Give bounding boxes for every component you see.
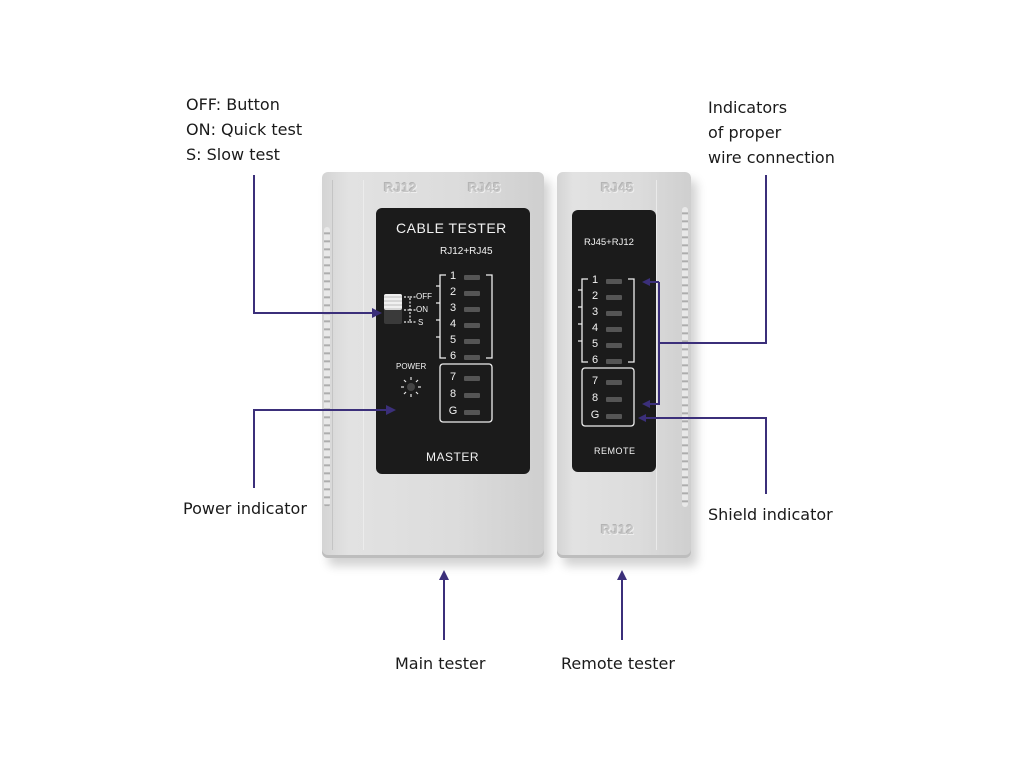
led-number-6: 6: [591, 354, 599, 366]
switch-label-s: S: [418, 318, 424, 327]
remote-corner: [656, 180, 683, 550]
switch-callout: OFF: Button ON: Quick test S: Slow test: [186, 92, 302, 167]
main-tester-callout: Main tester: [395, 654, 486, 673]
shield-callout: Shield indicator: [708, 505, 833, 524]
led-indicator-g: [606, 414, 622, 419]
led-indicator-2: [464, 291, 480, 296]
led-indicator-8: [606, 397, 622, 402]
led-number-2: 2: [591, 290, 599, 302]
switch-arrow: [253, 175, 382, 318]
switch-label-off: OFF: [416, 292, 432, 301]
callout-line: Indicators: [708, 98, 788, 117]
callout-line: ON: Quick test: [186, 120, 303, 139]
switch-label-on: ON: [416, 305, 428, 314]
led-number-2: 2: [449, 286, 457, 298]
callout-line: S: Slow test: [186, 145, 280, 164]
master-grip: [324, 227, 330, 507]
led-indicator-1: [464, 275, 480, 280]
remote-subtitle: RJ45+RJ12: [584, 237, 634, 248]
led-number-6: 6: [449, 350, 457, 362]
led-number-1: 1: [449, 270, 457, 282]
embossed-rj12: RJ12: [384, 180, 418, 195]
remote-grip: [682, 207, 688, 507]
embossed-rj45-remote: RJ45: [601, 180, 635, 195]
power-arrow: [253, 405, 396, 488]
power-callout: Power indicator: [183, 499, 307, 518]
led-indicator-8: [464, 393, 480, 398]
led-number-3: 3: [591, 306, 599, 318]
switch-bracket: [404, 296, 416, 323]
master-label: MASTER: [426, 450, 480, 464]
led-number-g: G: [448, 405, 458, 417]
led-indicator-g: [464, 410, 480, 415]
led-number-5: 5: [591, 338, 599, 350]
led-number-3: 3: [449, 302, 457, 314]
led-indicator-4: [464, 323, 480, 328]
remote-led-brackets: [578, 278, 635, 427]
master-side-rail: [332, 180, 364, 550]
led-number-7: 7: [591, 375, 599, 387]
led-number-g: G: [590, 409, 600, 421]
led-indicator-1: [606, 279, 622, 284]
led-number-1: 1: [591, 274, 599, 286]
led-indicator-5: [606, 343, 622, 348]
master-led-brackets: [436, 274, 493, 423]
remote-label: REMOTE: [594, 446, 636, 456]
switch-knob[interactable]: [384, 294, 402, 310]
led-indicator-7: [464, 376, 480, 381]
led-indicator-3: [606, 311, 622, 316]
led-indicator-7: [606, 380, 622, 385]
power-label: POWER: [396, 362, 427, 371]
indicators-callout: Indicators of proper wire connection: [708, 95, 835, 170]
led-indicator-4: [606, 327, 622, 332]
led-number-4: 4: [591, 322, 599, 334]
led-number-5: 5: [449, 334, 457, 346]
embossed-rj12-remote: RJ12: [601, 522, 635, 537]
led-indicator-5: [464, 339, 480, 344]
indicators-arrow-main: [659, 175, 767, 344]
master-panel: CABLE TESTER RJ12+RJ45 OFF ON S POWER: [376, 208, 530, 474]
callout-line: of proper: [708, 123, 782, 142]
led-indicator-2: [606, 295, 622, 300]
master-title: CABLE TESTER: [396, 220, 507, 236]
led-number-4: 4: [449, 318, 457, 330]
embossed-rj45: RJ45: [468, 180, 502, 195]
shield-arrow: [638, 414, 767, 494]
led-indicator-6: [606, 359, 622, 364]
callout-line: OFF: Button: [186, 95, 280, 114]
callout-line: wire connection: [708, 148, 835, 167]
led-number-8: 8: [591, 392, 599, 404]
mode-switch[interactable]: [384, 294, 402, 324]
power-led-icon: [401, 377, 421, 397]
led-number-7: 7: [449, 371, 457, 383]
remote-tester-callout: Remote tester: [561, 654, 675, 673]
master-tester: RJ12 RJ45 CABLE TESTER RJ12+RJ45 OFF ON …: [322, 172, 544, 558]
master-subtitle: RJ12+RJ45: [440, 246, 493, 257]
led-indicator-3: [464, 307, 480, 312]
led-number-8: 8: [449, 388, 457, 400]
led-indicator-6: [464, 355, 480, 360]
indicators-arrow-top: [644, 282, 660, 405]
